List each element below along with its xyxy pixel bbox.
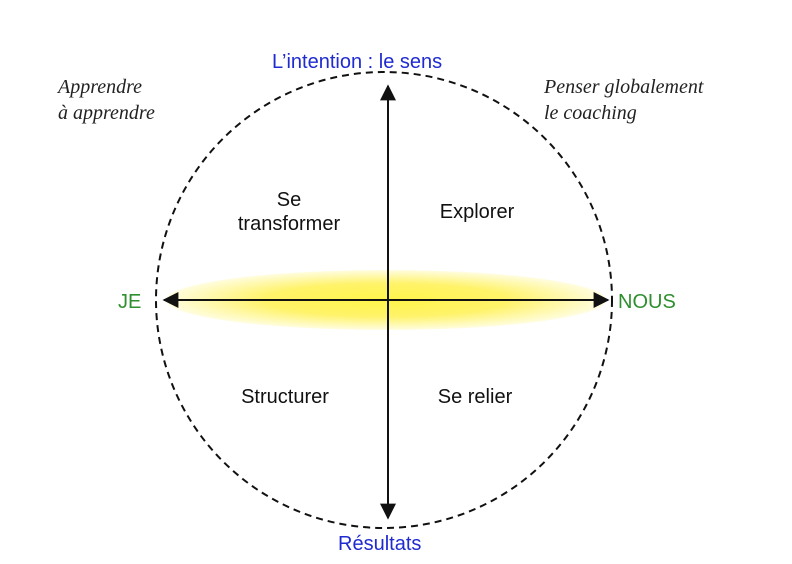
quadrant-label-bottom-right: Se relier [437, 386, 513, 408]
axis-label-top: L’intention : le sens [272, 51, 443, 73]
quadrant-label-top-right: Explorer [439, 201, 515, 223]
axis-label-left: JE [118, 291, 142, 313]
corner-note-top-right: Penser globalement le coaching [544, 76, 704, 124]
quadrant-label-top-left: Se transformer [237, 189, 341, 235]
axis-label-bottom: Résultats [338, 533, 422, 555]
corner-note-top-left: Apprendre à apprendre [58, 76, 155, 124]
quadrant-label-bottom-left: Structurer [241, 386, 329, 408]
dashed-circle [155, 71, 613, 529]
axis-label-right: NOUS [618, 291, 676, 313]
